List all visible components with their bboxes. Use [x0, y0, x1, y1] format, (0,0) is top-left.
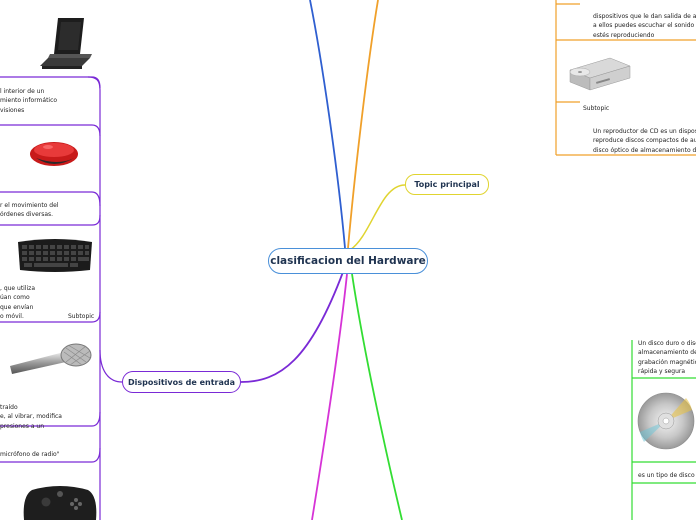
hard-disk-description-line: Un disco duro o disco	[638, 339, 696, 348]
microphone-description-line: presiones a un	[0, 422, 62, 431]
topic-principal-node[interactable]: Topic principal	[405, 174, 489, 195]
central-topic[interactable]: clasificacion del Hardware	[268, 248, 428, 274]
scanner-description: l interior de un miento informático visi…	[0, 87, 57, 115]
speakers-description-line: estés reproduciendo	[593, 31, 696, 40]
cd-player-description-line: disco óptico de almacenamiento de d	[593, 146, 696, 155]
hard-disk-description-line: rápida y segura	[638, 367, 696, 376]
cd-player-description-line: reproduce discos compactos de audi	[593, 136, 696, 145]
microphone-description: traído e, al vibrar, modifica presiones …	[0, 403, 62, 431]
speakers-description-line: a ellos puedes escuchar el sonido de	[593, 21, 696, 30]
cd-player-description-line: Un reproductor de CD es un dispositi	[593, 127, 696, 136]
mouse-icon	[28, 136, 82, 172]
cd-drive-subtopic[interactable]: Subtopic	[583, 104, 609, 113]
mouse-description-line: r el movimiento del	[0, 201, 58, 210]
scanner-description-line: l interior de un	[0, 87, 57, 96]
connector-magenta	[312, 274, 347, 520]
keyboard-description-line: , que utiliza	[0, 284, 35, 293]
connector-orange	[348, 0, 378, 248]
microphone-icon	[6, 340, 94, 380]
connector-purple	[241, 272, 343, 382]
keyboard-description-line: o móvil.	[0, 312, 35, 321]
mouse-description-line: órdenes diversas.	[0, 210, 58, 219]
connector-yellow	[350, 185, 405, 250]
hard-disk-description-line: almacenamiento de	[638, 348, 696, 357]
keyboard-description-line: que envían	[0, 303, 35, 312]
keyboard-subtopic[interactable]: Subtopic	[68, 312, 94, 321]
mouse-description: r el movimiento del órdenes diversas.	[0, 201, 58, 220]
microphone-description-line: e, al vibrar, modifica	[0, 412, 62, 421]
connector-green	[352, 274, 402, 520]
hard-disk-description-line: grabación magnética	[638, 358, 696, 367]
keyboard-description: , que utiliza úan como que envían o móvi…	[0, 284, 35, 322]
speakers-description: dispositivos que le dan salida de audi a…	[593, 12, 696, 40]
hard-disk-description: Un disco duro o disco almacenamiento de …	[638, 339, 696, 377]
dispositivos-entrada-label: Dispositivos de entrada	[128, 378, 235, 387]
keyboard-icon	[16, 236, 94, 274]
microphone-description-line: traído	[0, 403, 62, 412]
topic-principal-label: Topic principal	[414, 180, 479, 189]
central-topic-label: clasificacion del Hardware	[270, 255, 426, 267]
connector-blue	[310, 0, 345, 248]
cd-player-description: Un reproductor de CD es un dispositi rep…	[593, 127, 696, 155]
scanner-icon	[32, 14, 94, 72]
scanner-description-line: miento informático	[0, 96, 57, 105]
dispositivos-entrada-node[interactable]: Dispositivos de entrada	[122, 371, 241, 393]
speakers-description-line: dispositivos que le dan salida de audi	[593, 12, 696, 21]
cd-disc-icon	[636, 386, 696, 456]
scanner-description-line: visiones	[0, 106, 57, 115]
keyboard-description-line: úan como	[0, 293, 35, 302]
microphone-caption: micrófono de radio"	[0, 450, 59, 459]
disc-caption: es un tipo de disco ó	[638, 471, 696, 480]
cd-drive-icon	[566, 50, 634, 96]
gamepad-icon	[22, 484, 98, 520]
